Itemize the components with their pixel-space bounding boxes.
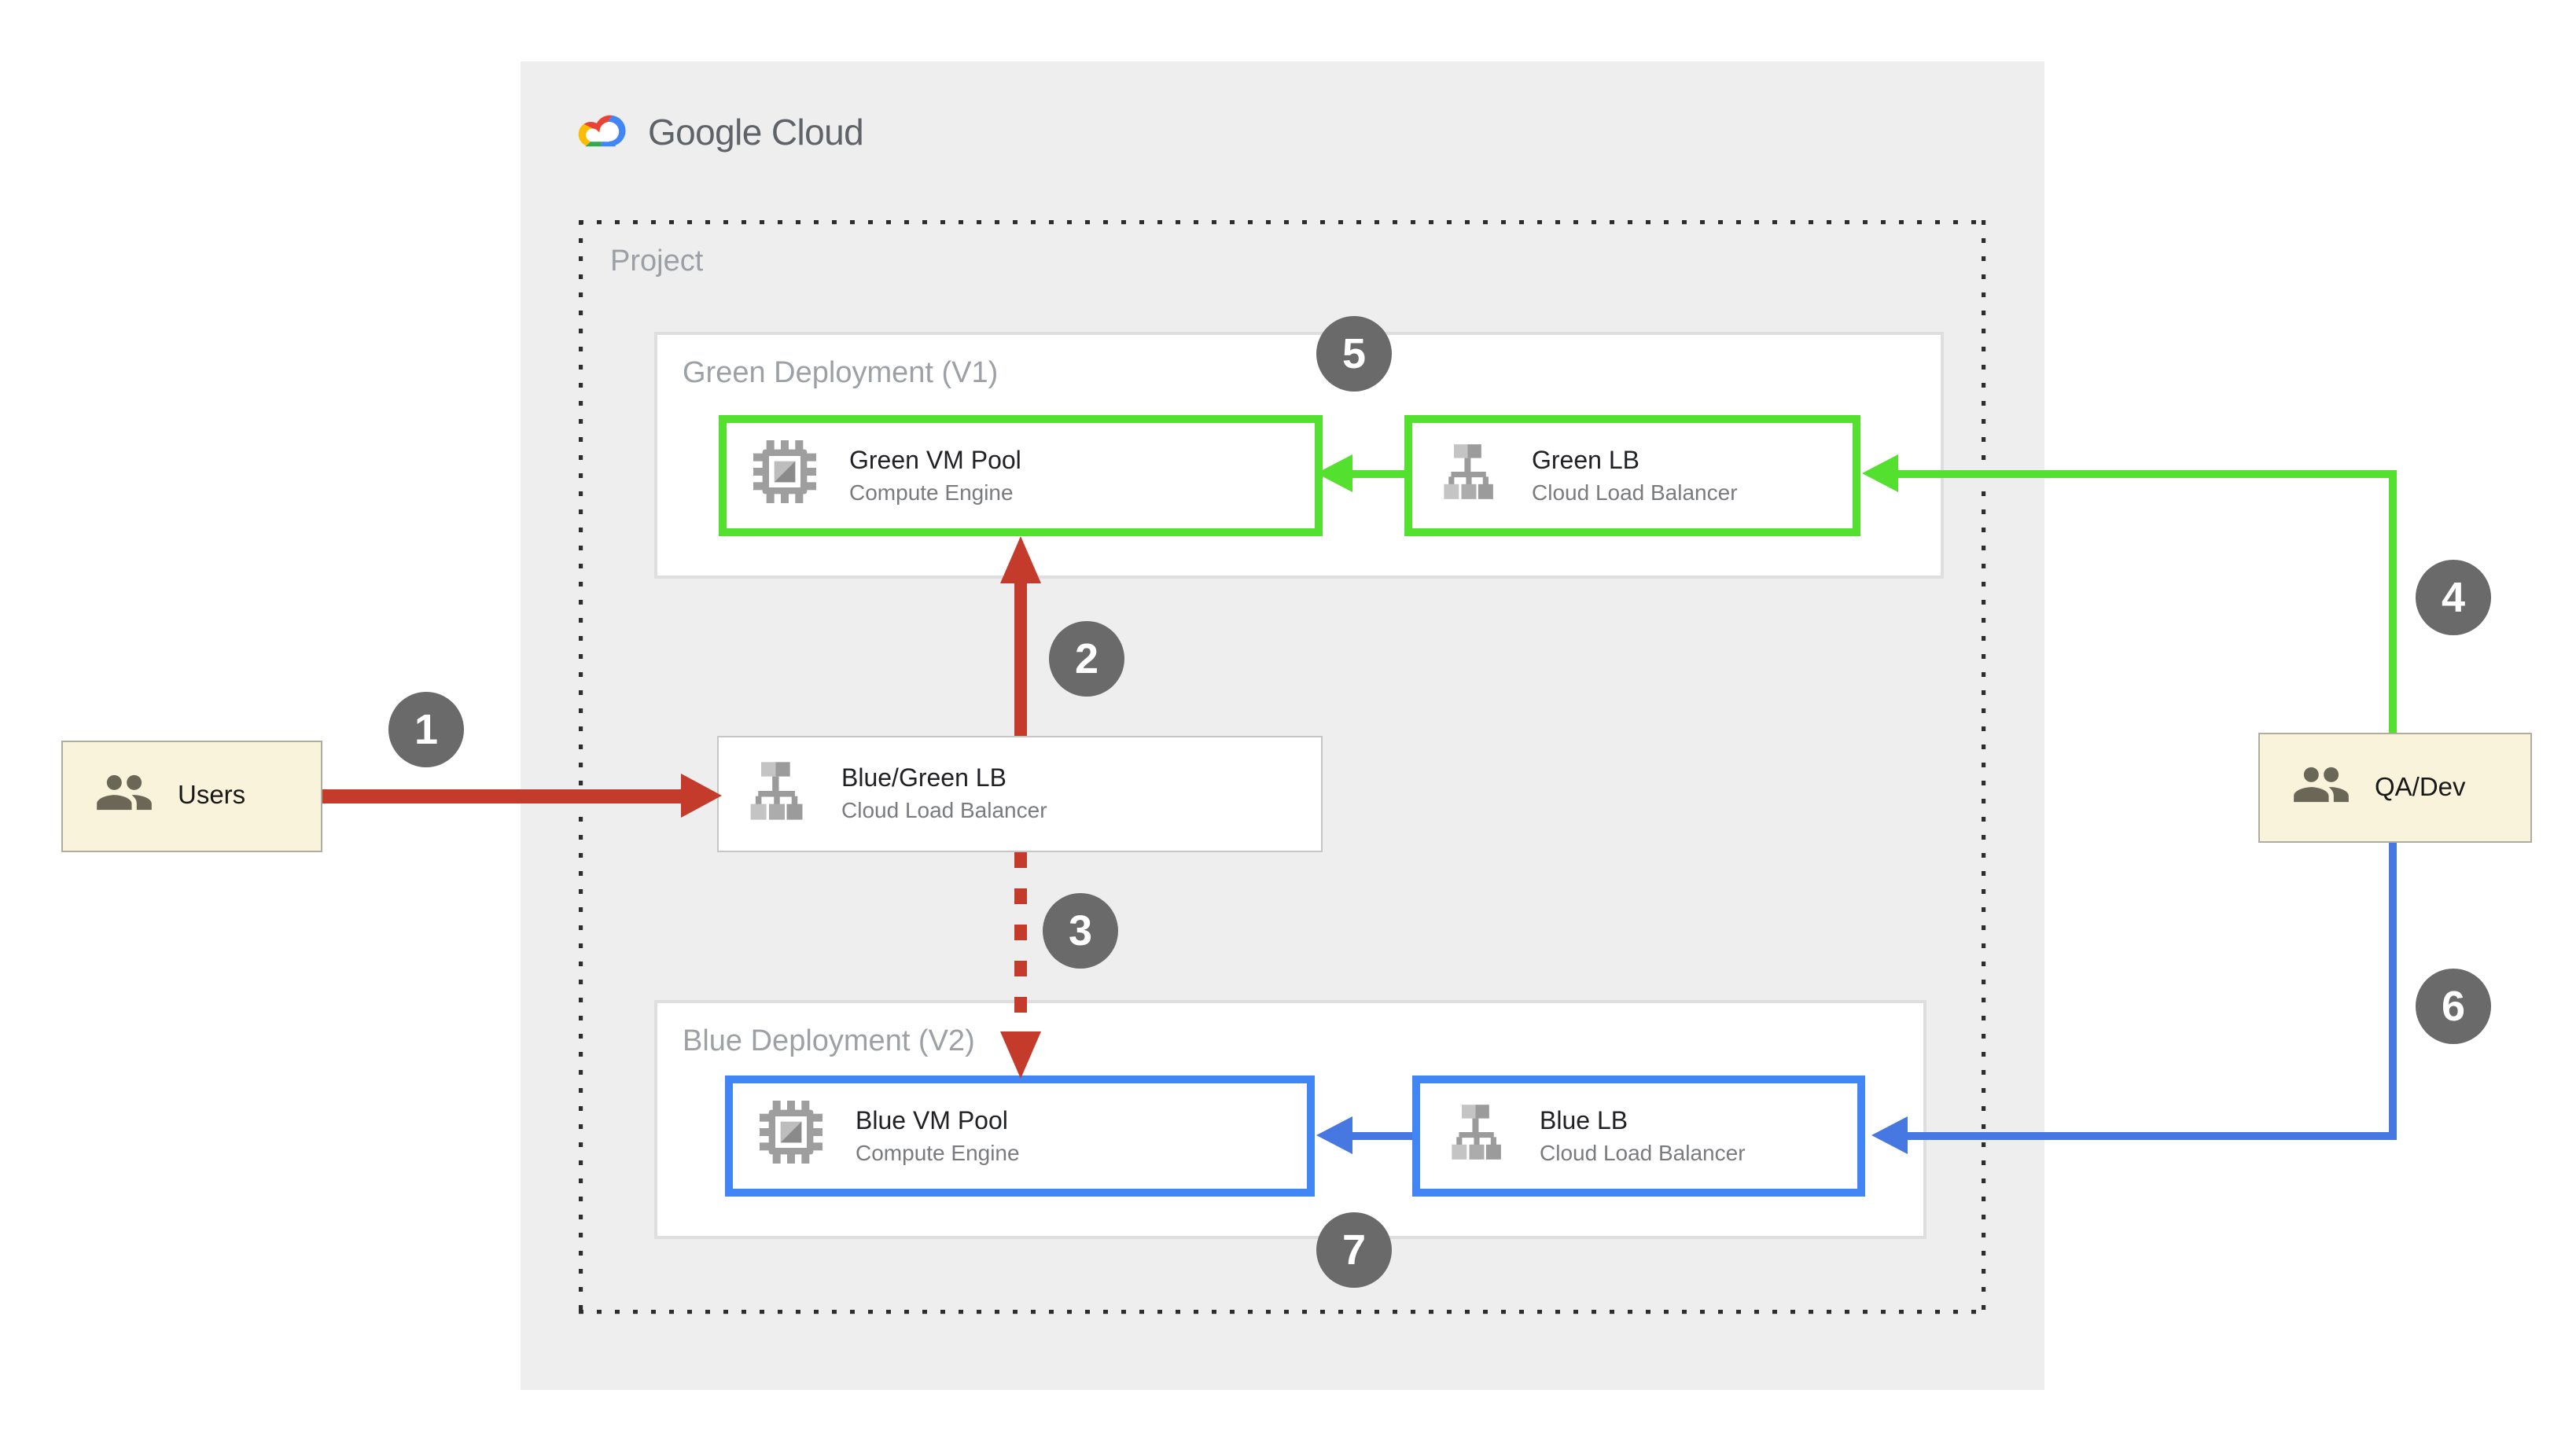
load-balancer-icon [745, 759, 808, 829]
google-cloud-icon [576, 107, 631, 159]
green-lb-node: Green LB Cloud Load Balancer [1404, 415, 1860, 536]
step-badge-7: 7 [1316, 1212, 1392, 1288]
green-vm-pool-node: Green VM Pool Compute Engine [719, 415, 1323, 536]
qa-dev-actor-box: QA/Dev [2258, 733, 2532, 843]
node-title: Green VM Pool [849, 447, 1021, 474]
people-icon [2291, 754, 2351, 822]
compute-engine-icon [753, 440, 816, 511]
qa-to-blue-lb-arrowhead [1871, 1116, 1908, 1154]
blue-green-lb-node: Blue/Green LB Cloud Load Balancer [717, 736, 1323, 852]
step-badge-4: 4 [2416, 560, 2491, 635]
qa-to-blue-lb-arrow-horizontal [1906, 1132, 2397, 1140]
step-badge-3: 3 [1043, 893, 1118, 969]
lb-to-green-vm-arrowhead [1000, 536, 1041, 583]
qa-to-green-lb-arrowhead [1862, 454, 1898, 492]
node-title: Blue VM Pool [856, 1108, 1008, 1134]
google-cloud-logo: Google Cloud [576, 107, 864, 159]
load-balancer-icon [1447, 1102, 1507, 1170]
users-label: Users [178, 781, 246, 810]
users-actor-box: Users [61, 741, 322, 852]
green-lb-to-green-vm-arrowhead [1316, 454, 1352, 492]
qa-to-green-lb-arrow-horizontal [1897, 470, 2397, 478]
node-subtitle: Cloud Load Balancer [1532, 479, 1738, 504]
step-badge-2: 2 [1049, 621, 1124, 697]
node-title: Blue/Green LB [841, 766, 1006, 792]
node-subtitle: Cloud Load Balancer [1540, 1139, 1746, 1164]
node-title: Green LB [1532, 447, 1639, 474]
blue-deployment-label: Blue Deployment (V2) [683, 1025, 975, 1058]
load-balancer-icon [1439, 442, 1499, 509]
compute-engine-icon [760, 1101, 822, 1171]
step-badge-1: 1 [388, 692, 464, 767]
blue-lb-node: Blue LB Cloud Load Balancer [1412, 1076, 1865, 1197]
google-cloud-logo-text: Google Cloud [648, 112, 864, 153]
blue-lb-to-blue-vm-arrowhead [1316, 1116, 1352, 1154]
node-subtitle: Cloud Load Balancer [841, 797, 1047, 822]
people-icon [94, 763, 154, 830]
step-badge-5: 5 [1316, 316, 1392, 392]
lb-to-blue-vm-arrowhead [1000, 1031, 1041, 1079]
qa-dev-label: QA/Dev [2375, 773, 2466, 801]
lb-to-blue-vm-dashed-line [1014, 852, 1027, 1031]
step-badge-6: 6 [2416, 969, 2491, 1044]
users-to-lb-arrowhead [681, 774, 722, 818]
qa-to-green-lb-arrow-vertical [2389, 470, 2397, 733]
node-title: Blue LB [1540, 1108, 1628, 1134]
node-subtitle: Compute Engine [856, 1139, 1020, 1164]
blue-lb-to-blue-vm-arrow-line [1349, 1132, 1412, 1140]
green-lb-to-green-vm-arrow-line [1349, 470, 1404, 478]
users-to-lb-arrow-line [322, 789, 684, 803]
lb-to-green-vm-arrow-line [1014, 580, 1027, 736]
blue-vm-pool-node: Blue VM Pool Compute Engine [725, 1076, 1315, 1197]
project-label: Project [610, 245, 704, 278]
qa-to-blue-lb-arrow-vertical [2389, 843, 2397, 1140]
node-subtitle: Compute Engine [849, 479, 1014, 504]
green-deployment-label: Green Deployment (V1) [683, 357, 999, 390]
